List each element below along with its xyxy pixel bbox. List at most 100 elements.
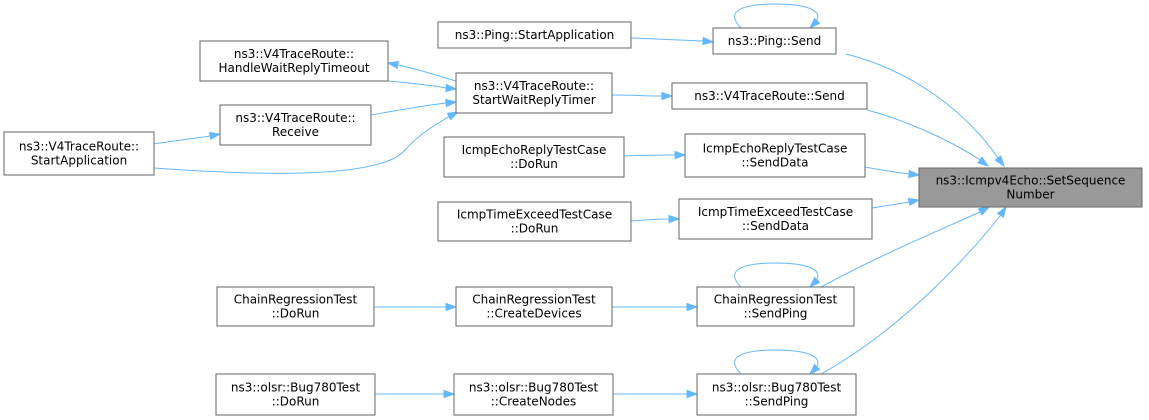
node-box: [437, 21, 632, 49]
arrowhead-icon: [977, 156, 990, 167]
node-box: [437, 201, 632, 242]
node-box: [453, 373, 614, 416]
node-label-line: IcmpEchoReplyTestCase: [462, 143, 607, 157]
node-label-line: ns3::V4TraceRoute::: [474, 79, 594, 93]
edge-bug_sendping-to-bug_sendping: [734, 349, 821, 376]
node-label-line: ::SendData: [742, 219, 809, 233]
arrowhead-icon: [908, 169, 921, 179]
node-label-line: ::DoRun: [511, 222, 559, 236]
edge-v4_startapp-to-v4_receive: [153, 131, 222, 145]
node-label-line: IcmpTimeExceedTestCase: [457, 208, 612, 222]
node-echo-dorun[interactable]: IcmpEchoReplyTestCase::DoRun: [443, 136, 625, 178]
edge-chain_sendping-to-target: [820, 206, 991, 288]
node-box: [216, 286, 375, 327]
node-label-line: ChainRegressionTest: [472, 293, 596, 307]
edge-echo_dorun-to-echo_senddata: [623, 150, 687, 160]
node-box: [455, 72, 613, 114]
arrowhead-icon: [443, 389, 456, 399]
edge-ping_send-to-ping_send: [734, 3, 821, 30]
node-echo-senddata[interactable]: IcmpEchoReplyTestCase::SendData: [684, 133, 866, 178]
arrowhead-icon: [668, 214, 681, 224]
arrowhead-icon: [445, 98, 458, 108]
node-label-line: ::DoRun: [272, 307, 320, 321]
node-label-line: ns3::Ping::StartApplication: [455, 28, 615, 42]
edge-line: [734, 349, 819, 375]
node-label-line: ns3::V4TraceRoute::Send: [694, 89, 844, 103]
arrowhead-icon: [445, 83, 458, 93]
arrowhead-icon: [702, 36, 715, 46]
node-bug-sendping[interactable]: ns3::olsr::Bug780Test::SendPing: [696, 373, 857, 416]
edge-v4_startapp-to-start_wait: [153, 111, 460, 174]
edge-echo_senddata-to-target: [864, 166, 921, 179]
node-label-line: ::DoRun: [510, 157, 558, 171]
node-box: [684, 133, 866, 178]
edge-line: [820, 215, 1001, 375]
node-box: [443, 136, 625, 178]
node-label-line: ns3::Ping::Send: [728, 34, 821, 48]
node-exceed-senddata[interactable]: IcmpTimeExceedTestCase::SendData: [678, 198, 873, 240]
edge-line: [820, 211, 981, 288]
edge-line: [734, 3, 819, 29]
edge-line: [387, 80, 447, 89]
node-label-line: ::CreateNodes: [491, 395, 577, 409]
node-bug-createnodes[interactable]: ns3::olsr::Bug780Test::CreateNodes: [453, 373, 614, 416]
edge-bug_createnodes-to-bug_sendping: [613, 389, 699, 399]
node-chain-dorun[interactable]: ChainRegressionTest::DoRun: [216, 286, 375, 327]
node-bug-dorun[interactable]: ns3::olsr::Bug780Test::DoRun: [215, 373, 376, 416]
node-box: [3, 131, 155, 176]
node-chain-createdev[interactable]: ChainRegressionTest::CreateDevices: [455, 286, 613, 327]
edge-start_wait-to-v4_send: [611, 91, 674, 101]
node-label-line: ::DoRun: [272, 395, 320, 409]
node-label-line: ns3::V4TraceRoute::: [234, 47, 354, 61]
node-start-wait[interactable]: ns3::V4TraceRoute::StartWaitReplyTimer: [455, 72, 613, 114]
node-box: [199, 40, 389, 82]
arrowhead-icon: [445, 302, 458, 312]
node-label-line: ::SendPing: [744, 307, 808, 321]
edge-line: [153, 135, 211, 145]
node-label-line: ns3::olsr::Bug780Test: [469, 381, 599, 395]
node-label-line: IcmpTimeExceedTestCase: [698, 205, 853, 219]
node-ping-startapp[interactable]: ns3::Ping::StartApplication: [437, 21, 632, 49]
node-box: [696, 286, 855, 327]
edge-line: [864, 166, 910, 175]
arrowhead-icon: [208, 131, 222, 141]
node-exceed-dorun[interactable]: IcmpTimeExceedTestCase::DoRun: [437, 201, 632, 242]
edge-chain_createdev-to-chain_sendping: [611, 302, 699, 312]
node-label-line: ns3::olsr::Bug780Test: [712, 381, 842, 395]
node-v4-send[interactable]: ns3::V4TraceRoute::Send: [671, 82, 868, 110]
arrowhead-icon: [996, 205, 1007, 219]
arrowhead-icon: [386, 60, 400, 70]
node-label-line: ::SendData: [742, 156, 809, 170]
node-box: [219, 104, 372, 146]
edge-v4_receive-to-start_wait: [370, 98, 458, 116]
node-chain-sendping[interactable]: ChainRegressionTest::SendPing: [696, 286, 855, 327]
arrowhead-icon: [907, 197, 921, 207]
node-ping-send[interactable]: ns3::Ping::Send: [712, 27, 837, 55]
edge-line: [611, 94, 663, 97]
edge-ping_send-to-target: [845, 53, 1005, 168]
node-label-line: ns3::V4TraceRoute::: [235, 111, 355, 125]
edge-line: [871, 201, 910, 209]
edge-line: [734, 262, 819, 288]
arrowhead-icon: [977, 206, 991, 216]
edge-line: [630, 37, 704, 42]
node-box: [678, 198, 873, 240]
edge-ping_startapp-to-ping_send: [630, 36, 715, 46]
node-v4-startapp[interactable]: ns3::V4TraceRoute::StartApplication: [3, 131, 155, 176]
node-label-line: ns3::Icmpv4Echo::SetSequence: [936, 174, 1126, 188]
arrowhead-icon: [808, 17, 821, 30]
node-handle-wait[interactable]: ns3::V4TraceRoute::HandleWaitReplyTimeou…: [199, 40, 389, 82]
node-v4-receive[interactable]: ns3::V4TraceRoute::Receive: [219, 104, 372, 146]
node-box: [455, 286, 613, 327]
arrowhead-icon: [686, 302, 699, 312]
edge-v4_send-to-target: [866, 109, 990, 167]
edge-line: [153, 115, 451, 174]
node-label-line: ::CreateDevices: [486, 307, 581, 321]
edge-chain_sendping-to-chain_sendping: [734, 262, 821, 289]
edge-line: [866, 109, 981, 161]
node-label-line: Number: [1006, 188, 1054, 202]
arrowhead-icon: [808, 276, 821, 289]
node-box: [671, 82, 868, 110]
node-label-line: StartApplication: [31, 154, 127, 168]
